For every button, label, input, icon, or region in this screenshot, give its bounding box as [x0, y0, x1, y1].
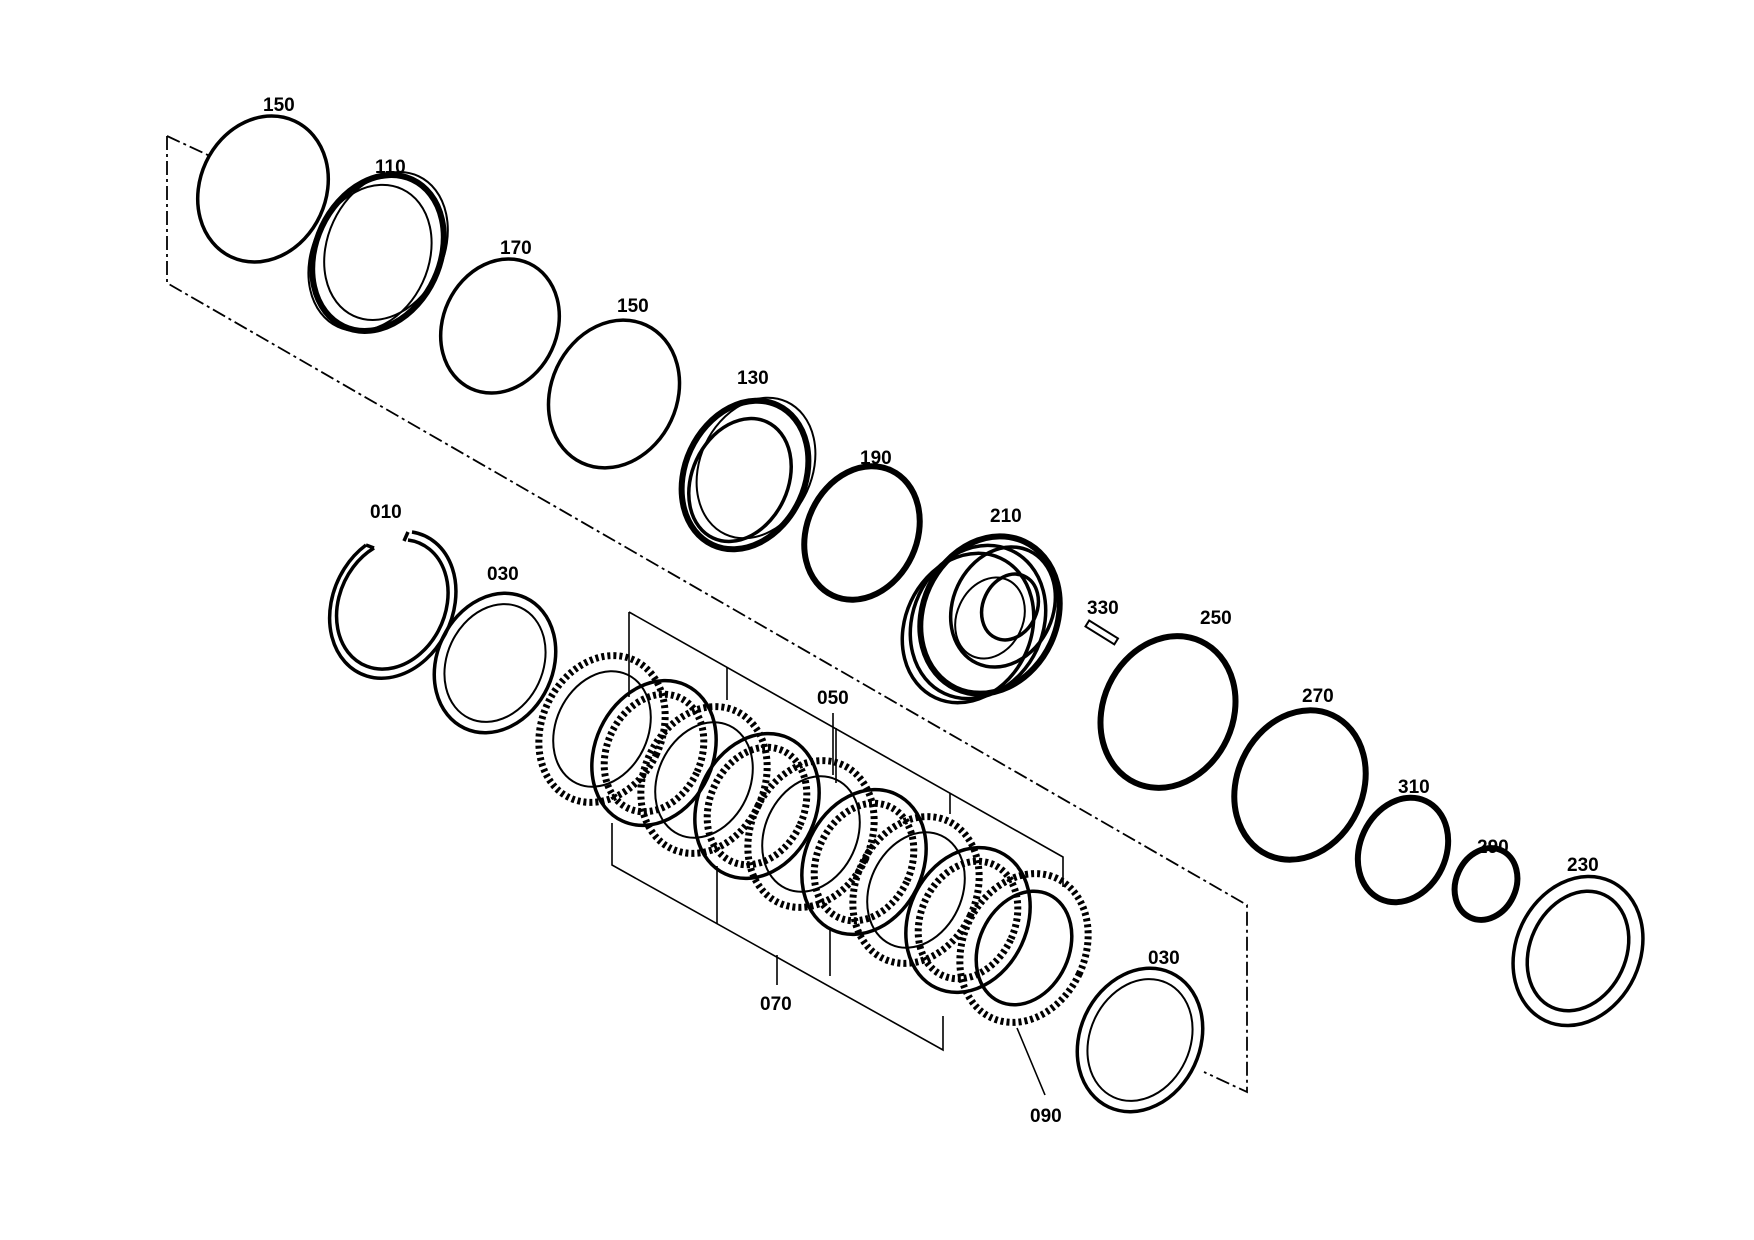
part-010-retaining-ring: [327, 530, 458, 680]
label-330: 330: [1087, 598, 1119, 619]
part-270-seal-ring: [1231, 707, 1369, 863]
part-190-seal-ring: [801, 463, 923, 603]
part-310-ring: [1354, 794, 1452, 906]
part-250-seal-ring: [1097, 633, 1239, 791]
label-270: 270: [1302, 686, 1334, 707]
part-130-piston: [678, 396, 817, 553]
part-030-end-plate-upper: [432, 591, 558, 735]
label-170: 170: [500, 238, 532, 259]
label-010: 010: [370, 502, 402, 523]
label-150-top: 150: [263, 95, 295, 116]
part-230-thrust-washer: [1511, 874, 1645, 1028]
label-150-second: 150: [617, 296, 649, 317]
label-190: 190: [860, 448, 892, 469]
part-030-end-plate-lower: [1075, 966, 1205, 1114]
leader-090: [1016, 1027, 1046, 1096]
label-030-upper: 030: [487, 564, 519, 585]
part-150-snap-ring-second: [546, 318, 682, 470]
label-050: 050: [817, 688, 849, 709]
part-330-pin: [1084, 619, 1120, 646]
clutch-disc-pack: [535, 652, 1092, 1026]
inner-disc-1: [590, 678, 718, 828]
outer-disc-090: [956, 870, 1092, 1026]
label-070: 070: [760, 994, 792, 1015]
label-250: 250: [1200, 608, 1232, 629]
part-110-piston-sleeve: [307, 171, 449, 334]
inner-disc-2: [693, 731, 821, 881]
outer-disc-1: [535, 652, 669, 806]
label-110: 110: [375, 157, 406, 178]
label-130: 130: [737, 368, 769, 389]
part-150-snap-ring-top: [195, 114, 331, 264]
label-030-lower: 030: [1148, 948, 1180, 969]
label-290: 290: [1477, 837, 1509, 858]
part-290-ring: [1451, 845, 1521, 923]
label-210: 210: [990, 506, 1022, 527]
label-310: 310: [1398, 777, 1430, 798]
part-170-seal-ring: [438, 257, 562, 395]
assembly-boundary-line-top: [166, 135, 211, 157]
label-090: 090: [1030, 1106, 1062, 1127]
label-230: 230: [1567, 855, 1599, 876]
assembly-boundary-line: [166, 136, 1248, 1094]
part-210-clutch-hub: [900, 533, 1063, 705]
bracket-050: [628, 611, 1064, 887]
inner-disc-4: [904, 845, 1032, 995]
